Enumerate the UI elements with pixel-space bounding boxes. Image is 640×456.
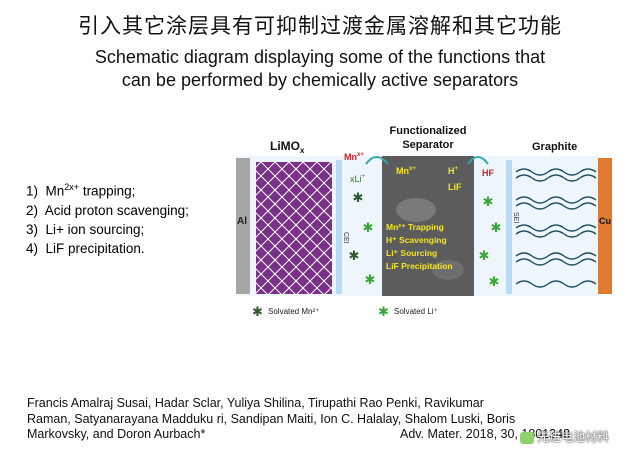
lif-label: LiF (448, 182, 462, 192)
superscript: 2x+ (64, 182, 80, 192)
solvated-li-star-icon: ✱ (489, 274, 500, 289)
watermark-text: 先进电池材料 (537, 430, 610, 444)
separator-texture (396, 198, 436, 222)
function-text: Acid proton scavenging; (44, 202, 189, 218)
subtitle-line-1: Schematic diagram displaying some of the… (94, 47, 546, 67)
solvated-mn-star-icon: ✱ (349, 248, 360, 263)
function-text: Li+ ion sourcing; (45, 221, 145, 237)
cei-layer (336, 160, 342, 294)
function-number: 1) (26, 183, 39, 199)
legend-li-star-icon: ✱ (378, 304, 389, 319)
arrow-icon (467, 156, 489, 165)
function-list: 1) Mn2x+ trapping; 2) Acid proton scaven… (26, 178, 189, 258)
wechat-logo-icon (520, 431, 534, 444)
function-item-4: 4) LiF precipitation. (26, 239, 189, 258)
solvated-li-star-icon: ✱ (365, 272, 376, 287)
function-sourcing: Li⁺ Sourcing (386, 248, 437, 258)
solvated-ion-stars: ✱ ✱ ✱ ✱ ✱ ✱ ✱ ✱ (349, 190, 502, 289)
legend-li-label: Solvated Li⁺ (394, 307, 438, 316)
sei-label: SEI (512, 212, 519, 223)
function-text: Mn (45, 183, 65, 199)
function-number: 3) (26, 221, 39, 237)
function-item-2: 2) Acid proton scavenging; (26, 201, 189, 220)
function-scavenging: H⁺ Scavenging (386, 235, 447, 245)
cu-label: Cu (599, 216, 611, 226)
al-label: Al (237, 216, 247, 227)
separator-texture (432, 260, 464, 280)
function-precipitation: LiF Precipitation (386, 261, 453, 271)
h-plus-label: H+ (448, 166, 459, 176)
english-subtitle: Schematic diagram displaying some of the… (0, 46, 640, 92)
solvated-li-star-icon: ✱ (363, 220, 374, 235)
hf-label: HF (482, 168, 494, 178)
authors-line-2: Raman, Satyanarayana Madduku ri, Sandipa… (27, 411, 516, 426)
graphite-layers (515, 168, 597, 288)
separator-title-line-1: Functionalized (390, 125, 467, 137)
solvated-mn-star-icon: ✱ (353, 190, 364, 205)
solvated-li-star-icon: ✱ (491, 220, 502, 235)
function-item-1: 1) Mn2x+ trapping; (26, 178, 189, 201)
graphite-label: Graphite (532, 141, 577, 153)
separator-schematic: Al LiMOx CEI Mnx+ xLi+ Functionalized Se… (236, 125, 612, 319)
mn-ion-label: Mnx+ (344, 152, 364, 162)
authors-line-3: Markovsky, and Doron Aurbach* (27, 427, 206, 441)
mn-inside-label: Mnx+ (396, 166, 416, 176)
legend-mn-star-icon: ✱ (252, 304, 263, 319)
subtitle-line-2: can be performed by chemically active se… (121, 70, 519, 90)
cei-label: CEI (342, 232, 349, 244)
function-trapping: Mn²⁺ Trapping (386, 222, 444, 232)
solvated-li-star-icon: ✱ (483, 194, 494, 209)
sei-layer (506, 160, 512, 294)
al-current-collector (236, 158, 250, 294)
separator-title-line-2: Separator (402, 139, 454, 151)
chinese-title: 引入其它涂层具有可抑制过渡金属溶解和其它功能 (78, 14, 562, 38)
function-text: LiF precipitation. (45, 240, 145, 256)
function-number: 4) (26, 240, 39, 256)
limox-label: LiMOx (270, 139, 305, 155)
authors-line-1: Francis Amalraj Susai, Hadar Sclar, Yuli… (27, 396, 484, 410)
function-item-3: 3) Li+ ion sourcing; (26, 220, 189, 239)
xli-label: xLi+ (350, 174, 366, 184)
legend-mn-label: Solvated Mn²⁺ (268, 307, 319, 316)
watermark: 先进电池材料 (520, 428, 620, 448)
function-number: 2) (26, 202, 39, 218)
author-list: Francis Amalraj Susai, Hadar Sclar, Yuli… (27, 396, 627, 443)
cu-current-collector (598, 158, 612, 294)
function-text: trapping; (79, 183, 136, 199)
limox-crystal-lattice (256, 162, 332, 294)
solvated-li-star-icon: ✱ (479, 248, 490, 263)
arrow-icon (365, 156, 389, 165)
